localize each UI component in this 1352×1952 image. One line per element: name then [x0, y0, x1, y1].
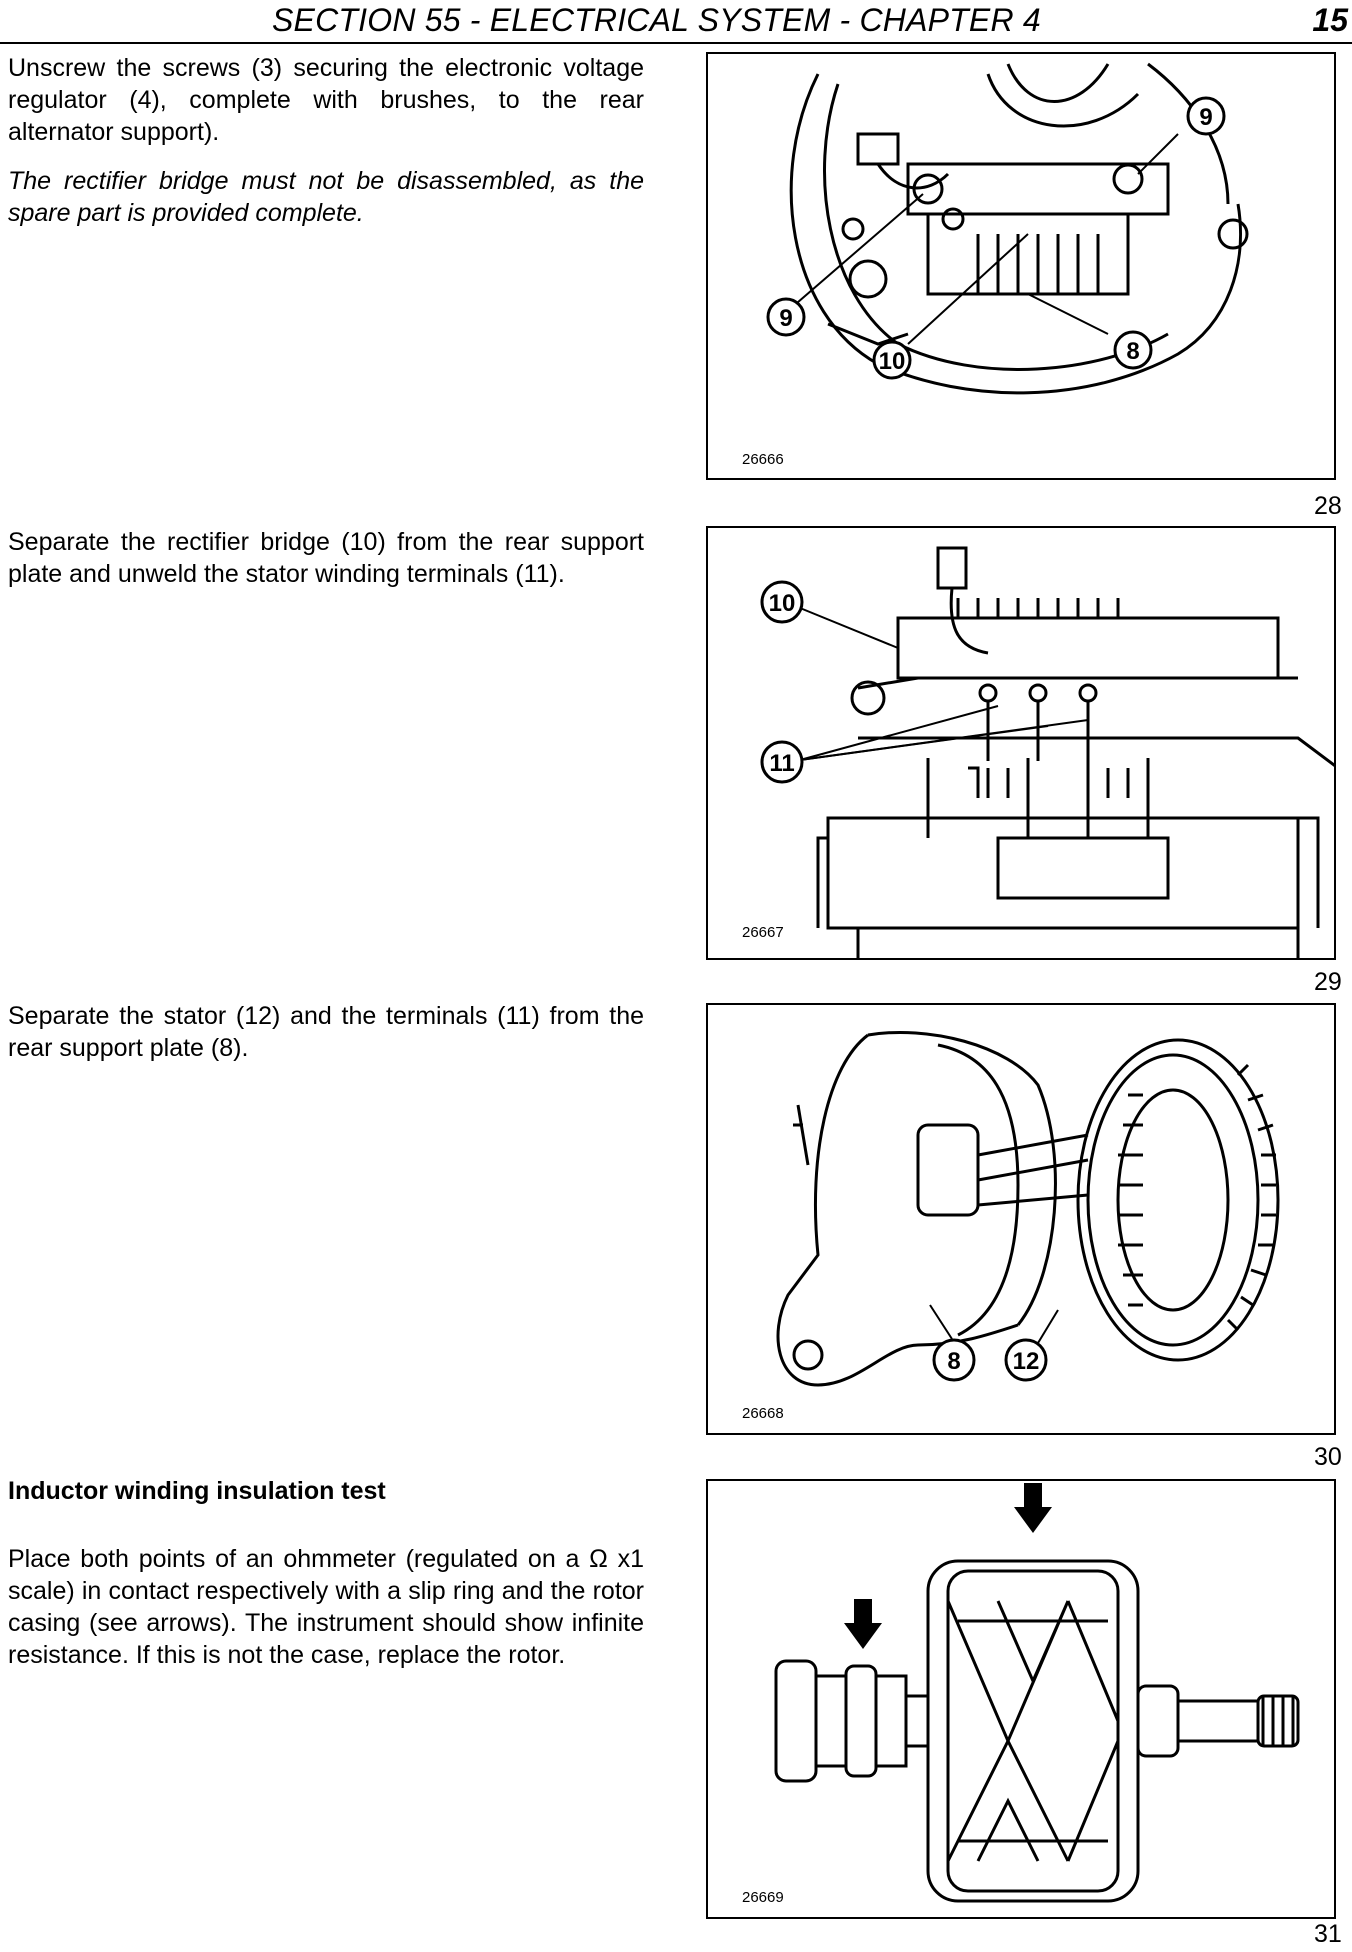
callout-11: 11 [769, 750, 794, 777]
callout-9: 9 [779, 305, 792, 332]
header-rule [0, 42, 1352, 44]
callout-10: 10 [769, 590, 796, 617]
section-title: SECTION 55 - ELECTRICAL SYSTEM - CHAPTER… [272, 2, 1041, 38]
instruction-paragraph: Separate the stator (12) and the termina… [8, 1002, 644, 1062]
figure-code: 26669 [742, 1889, 784, 1906]
figure-stator-separation: 8 12 26668 [706, 1003, 1336, 1435]
instruction-paragraph: Separate the rectifier bridge (10) from … [8, 528, 644, 588]
figure-number: 31 [1314, 1920, 1342, 1948]
page-header: SECTION 55 - ELECTRICAL SYSTEM - CHAPTER… [0, 0, 1352, 46]
callout-10: 10 [879, 348, 906, 375]
figure-rotor-insulation-test: 26669 [706, 1479, 1336, 1919]
callout-8: 8 [1126, 338, 1139, 365]
rectifier-bridge-illustration: 10 11 [760, 546, 1334, 958]
figure-code: 26666 [742, 451, 784, 468]
figure-code: 26667 [742, 924, 784, 941]
callout-12: 12 [1013, 1348, 1040, 1375]
alternator-rear-support-illustration: 9 9 10 8 [766, 62, 1249, 395]
figure-number: 30 [1314, 1443, 1342, 1471]
callout-9: 9 [1199, 104, 1212, 131]
section-heading: Inductor winding insulation test [8, 1477, 386, 1505]
rotor-illustration [774, 1483, 1300, 1903]
page-number: 15 [1312, 2, 1348, 38]
figure-number: 29 [1314, 968, 1342, 996]
callout-8: 8 [947, 1348, 960, 1375]
figure-number: 28 [1314, 492, 1342, 520]
instruction-paragraph: Place both points of an ohmmeter (regula… [8, 1545, 644, 1669]
stator-illustration: 8 12 [776, 1031, 1280, 1387]
figure-rear-support-regulator: 9 9 10 8 26666 [706, 52, 1336, 480]
figure-code: 26668 [742, 1405, 784, 1422]
figure-rectifier-bridge: 10 11 26667 [706, 526, 1336, 960]
instruction-paragraph: Unscrew the screws (3) securing the elec… [8, 54, 644, 146]
note-paragraph: The rectifier bridge must not be disasse… [8, 167, 644, 227]
